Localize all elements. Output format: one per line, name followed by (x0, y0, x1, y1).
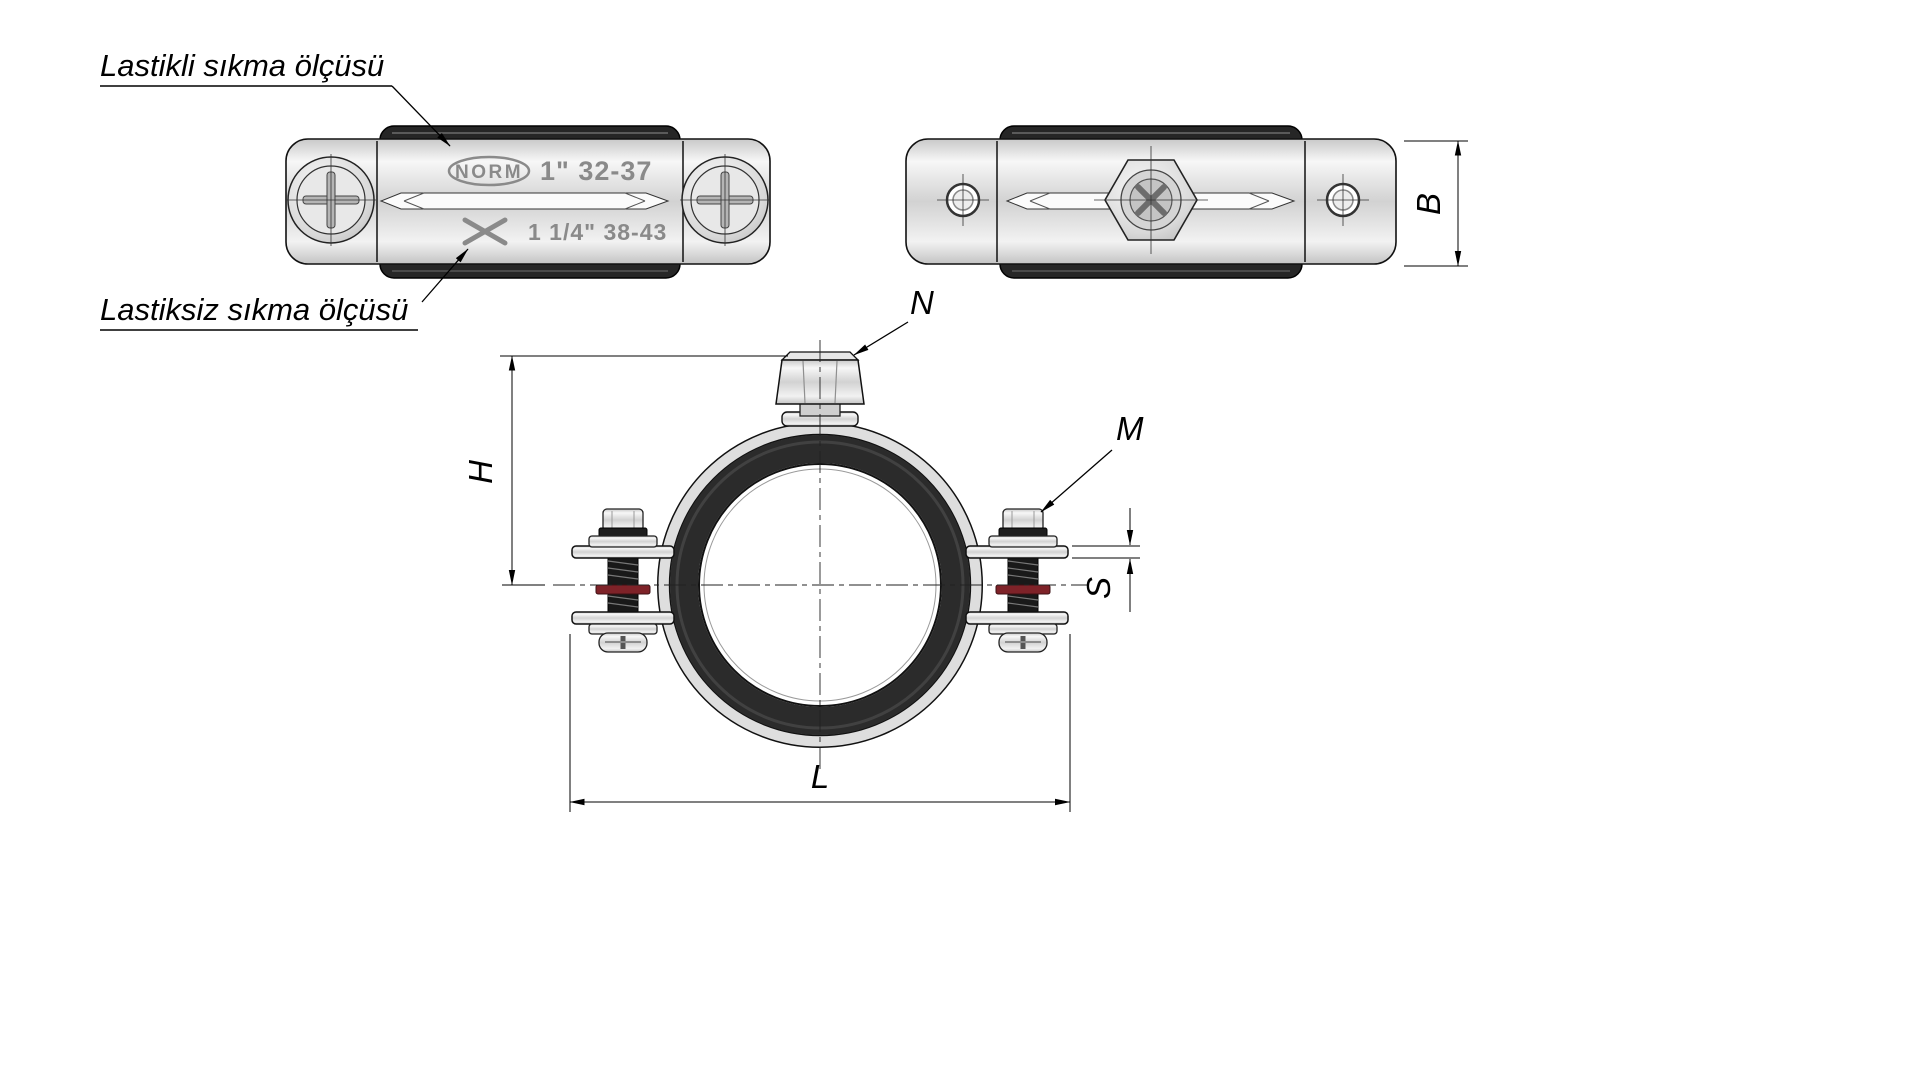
dimension-m: M (1040, 410, 1144, 513)
combi-screw-right (680, 154, 770, 246)
stamp-brand: NORM (455, 162, 523, 183)
weld-nut-top (1094, 146, 1208, 254)
dim-label-b: B (1410, 193, 1447, 215)
stamped-markings: NORM 1" 32-37 1 1/4" 38-43 (447, 155, 667, 246)
dimensions: H L S N M (462, 284, 1144, 812)
top-view-nut-band: B (905, 125, 1468, 279)
brand-oval-icon (447, 155, 531, 187)
front-view (553, 340, 1088, 772)
leader-with-rubber (391, 85, 451, 147)
dim-label-l: L (811, 758, 829, 795)
top-view-stamped-band: NORM 1" 32-37 1 1/4" 38-43 (285, 125, 771, 279)
callouts: Lastikli sıkma ölçüsü Lastiksiz sıkma öl… (100, 48, 469, 331)
flange-upper-left (571, 545, 675, 559)
dimension-l: L (569, 634, 1071, 812)
dimension-s: S (1072, 508, 1140, 612)
red-washer (595, 584, 651, 595)
screw-lower-left (588, 623, 658, 653)
screw-lower-right (988, 623, 1058, 653)
bolt-upper-left (588, 508, 658, 548)
bolt-upper-right (988, 508, 1058, 548)
dim-label-h: H (462, 460, 499, 484)
dim-label-s: S (1080, 577, 1117, 599)
dimension-b: B (1404, 140, 1468, 267)
callout-without-rubber: Lastiksiz sıkma ölçüsü (100, 292, 408, 327)
dim-label-m: M (1116, 410, 1144, 447)
leader-without-rubber (421, 248, 469, 303)
flange-lower-left (571, 611, 675, 625)
screw-hole-left (937, 174, 989, 226)
callout-with-rubber: Lastikli sıkma ölçüsü (100, 48, 384, 83)
stamp-size-row2: 1 1/4" 38-43 (528, 219, 667, 245)
flange-upper-right (965, 545, 1069, 559)
dimension-h: H (462, 355, 788, 586)
dim-label-n: N (910, 284, 934, 321)
stamp-size-row1: 1" 32-37 (540, 156, 652, 186)
combi-screw-left (286, 154, 376, 246)
band-seam (379, 192, 670, 210)
red-washer (995, 584, 1051, 595)
crossed-tools-icon (462, 217, 508, 246)
flange-lower-right (965, 611, 1069, 625)
screw-hole-right (1317, 174, 1369, 226)
dimension-n: N (853, 284, 934, 356)
